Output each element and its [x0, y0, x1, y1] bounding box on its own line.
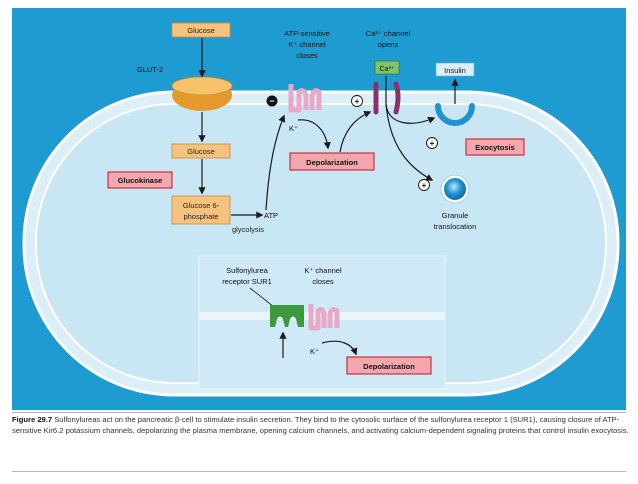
ca-channel	[373, 81, 401, 115]
katp-channel-top	[288, 84, 322, 113]
sur1-receptor	[270, 305, 304, 327]
inset-depolarization-box	[346, 356, 432, 375]
plus-sign-ca: +	[355, 97, 360, 106]
minus-circle	[266, 95, 278, 107]
caption-bottom-rule	[12, 471, 626, 472]
arrow-k-to-depolarization	[297, 119, 331, 150]
inset-katp-label-line1: K⁺ channel	[304, 266, 342, 275]
g6p-box	[171, 195, 231, 225]
plus-circle-granule	[418, 179, 430, 191]
granule-label-line2: translocation	[434, 222, 477, 231]
glucose-top-label: Glucose	[187, 26, 215, 35]
depolarization-box	[289, 152, 375, 171]
glut2-transporter-top	[171, 76, 233, 96]
glycolysis-label: glycolysis	[232, 225, 264, 234]
granule-label-line1: Granule	[442, 211, 469, 220]
inset-depolarization-label: Depolarization	[363, 362, 415, 371]
glucose-top-box	[171, 22, 231, 38]
arrow-atp-to-katp	[265, 114, 286, 211]
ca-ion-box	[374, 60, 400, 75]
plus-circle-insulin	[426, 137, 438, 149]
minus-sign: −	[269, 96, 274, 106]
inset-katp-label-line2: closes	[312, 277, 334, 286]
g6p-label-line2: phosphate	[183, 212, 218, 221]
glucose-inner-label: Glucose	[187, 147, 215, 156]
arrow-inset-k-to-depolarization	[321, 340, 358, 356]
katp-channel-inset	[308, 304, 340, 331]
plus-circle-ca	[351, 95, 363, 107]
glucokinase-label: Glucokinase	[118, 176, 163, 185]
plus-sign-insulin: +	[430, 139, 435, 148]
arrow-ca-to-granule	[385, 103, 434, 181]
exocytosis-vesicle	[435, 103, 475, 126]
katp-label-line3: closes	[296, 51, 318, 60]
ca-channel-label-line1: Ca²⁺ channel	[366, 29, 411, 38]
ca-ion-label: Ca²⁺	[380, 66, 395, 73]
katp-label-line2: K⁺ channel	[288, 40, 326, 49]
figure-label: Figure 29.7	[12, 415, 53, 424]
katp-label-line1: ATP-sensitive	[284, 29, 330, 38]
sur1-pointer-line	[249, 287, 275, 308]
insulin-granule	[444, 178, 466, 200]
atp-label: ATP	[264, 211, 278, 220]
ca-channel-label-line2: opens	[378, 40, 399, 49]
plus-sign-granule: +	[422, 181, 427, 190]
sur1-label-line2: receptor SUR1	[222, 277, 272, 286]
insulin-label: Insulin	[444, 66, 466, 75]
sur1-label-line1: Sulfonylurea	[226, 266, 269, 275]
k-ion-label: K⁺	[289, 124, 298, 133]
arrow-depolarization-to-ca	[339, 110, 372, 153]
caption-top-rule	[12, 412, 626, 413]
glucokinase-box	[107, 171, 173, 189]
inset-k-ion-label: K⁺	[310, 347, 319, 356]
exocytosis-label: Exocytosis	[475, 143, 515, 152]
caption-text: Sulfonylureas act on the pancreatic β-ce…	[12, 415, 629, 435]
exocytosis-box	[465, 138, 525, 156]
insulin-box	[435, 62, 475, 77]
glucose-inner-box	[171, 143, 231, 159]
g6p-label-line1: Glucose 6-	[183, 201, 220, 210]
figure-caption: Figure 29.7 Sulfonylureas act on the pan…	[12, 414, 630, 436]
glut2-label: GLUT-2	[137, 65, 163, 74]
depolarization-label: Depolarization	[306, 158, 358, 167]
